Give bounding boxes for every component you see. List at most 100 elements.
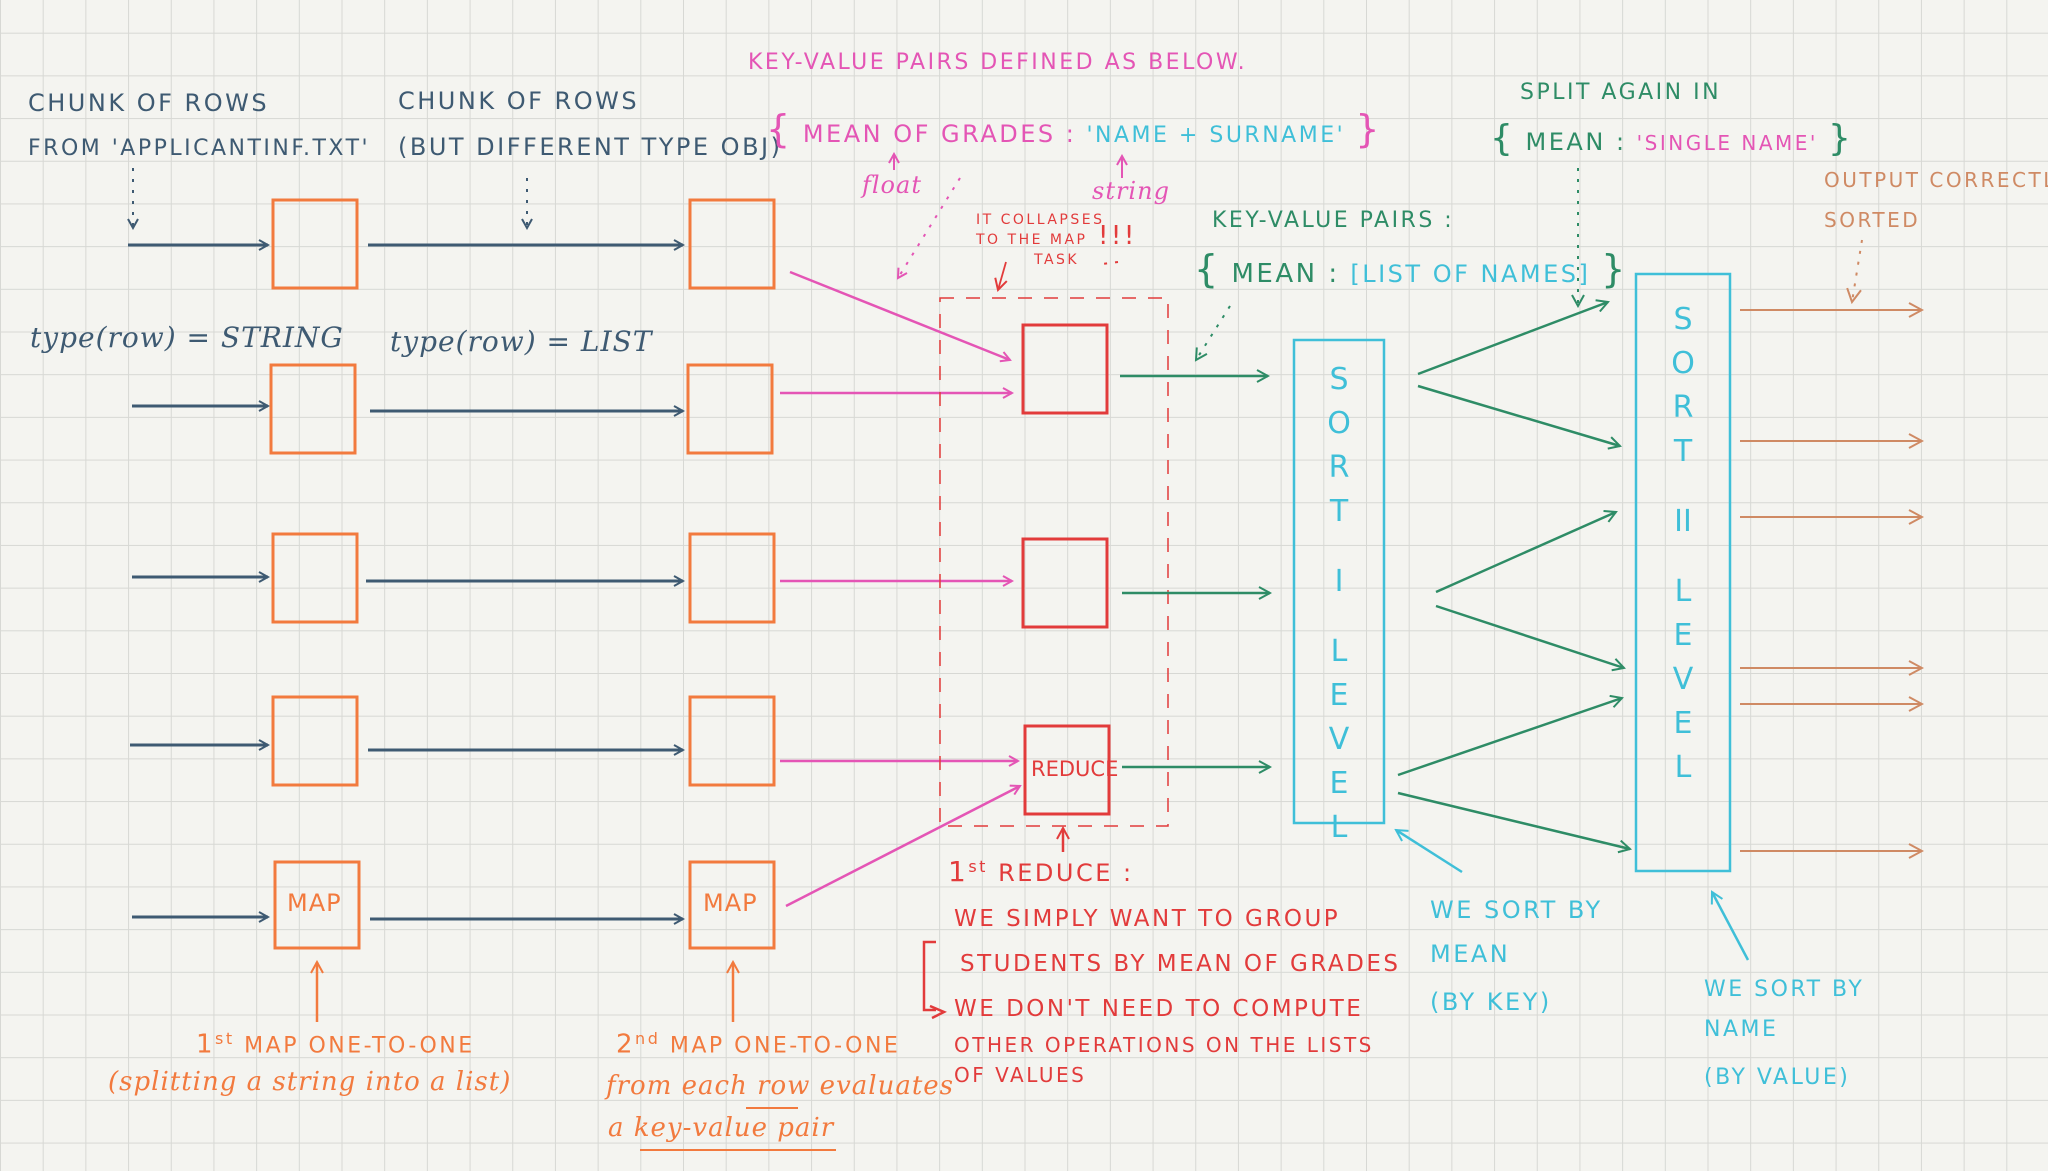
split-arrow (1435, 604, 1624, 668)
map2-box (688, 198, 776, 290)
map2-box (686, 363, 774, 455)
output-arrows (1740, 310, 1922, 851)
sort1-letter: I (1334, 564, 1344, 599)
reduce-output-dotted-pointer (1196, 305, 1231, 360)
reduce-to-sort1-arrows (1120, 376, 1270, 767)
map2-to-reduce-arrows (780, 270, 1020, 908)
map2-caption-sup: nd (635, 1029, 661, 1048)
reduce-output-title: KEY-VALUE PAIRS : (1212, 208, 1455, 233)
between-note: CHUNK OF ROWS (BUT DIFFERENT TYPE OBJ) (398, 78, 782, 170)
reduce-caption-line6: OF VALUES (954, 1063, 1087, 1087)
collapse-note-line1: IT COLLAPSES (976, 212, 1105, 228)
split-value: 'SINGLE NAME' (1636, 131, 1818, 155)
sort1-letter: E (1329, 766, 1349, 801)
input-type-note: type(row) = STRING (30, 321, 344, 354)
map1-box (271, 532, 359, 624)
reduce-caption-sup: st (968, 857, 988, 876)
split-arrow (1397, 698, 1622, 777)
split-arrow (1435, 512, 1616, 594)
map1-caption: 1st MAP ONE-TO-ONE (196, 1029, 475, 1060)
reduce-caption-line4: WE DON'T NEED TO COMPUTE (954, 996, 1364, 1022)
map2-caption-line2: from each row evaluates (606, 1071, 954, 1101)
type-pointers (894, 154, 1122, 178)
split-key: MEAN (1525, 128, 1606, 156)
pairs-key: MEAN OF GRADES (802, 120, 1056, 148)
map1-box (269, 363, 357, 455)
map2-caption-line3: a key-value pair (608, 1113, 835, 1143)
sort1-letter: O (1327, 406, 1351, 441)
map2-caption-rest: MAP ONE-TO-ONE (669, 1033, 901, 1059)
output-note: OUTPUT CORRECTLY SORTED (1824, 160, 2048, 240)
sort1-caption-line2: MEAN (1430, 940, 1511, 968)
sort2-letter: O (1671, 346, 1695, 381)
sort2-letter: E (1673, 618, 1693, 653)
map1-caption-sup: st (215, 1029, 235, 1048)
reduce-caption: 1st REDUCE : (948, 855, 1134, 888)
map2-caption-num: 2 (616, 1029, 636, 1060)
sort2-letter: L (1674, 750, 1692, 785)
string-dotted-pointer (1101, 261, 1119, 265)
reduce-caption-bracket (922, 940, 936, 1012)
output-dotted-pointer (1852, 239, 1863, 302)
sort2-caption-arrow (1712, 892, 1750, 961)
reduce-output-open-brace: { (1194, 247, 1221, 291)
reduce-box (1021, 323, 1109, 415)
split-formula: { MEAN : 'SINGLE NAME' } (1490, 118, 1853, 159)
sort1-caption-arrow (1396, 830, 1463, 874)
map2-box (688, 860, 776, 950)
input-note-line2: FROM 'APPLICANTINF.TXT' (28, 136, 371, 161)
sort1-to-sort2-arrows (1397, 302, 1630, 849)
input-arrows (128, 245, 268, 917)
pairs-open-brace: { (766, 107, 793, 151)
pairs-close-brace: } (1355, 107, 1382, 151)
map2-boxes (686, 198, 776, 950)
sort2-letter: II (1674, 504, 1692, 539)
reduce-caption-line2: WE SIMPLY WANT TO GROUP (954, 906, 1341, 932)
sort2-caption-line3: (BY VALUE) (1704, 1065, 1851, 1090)
reduce-box (1021, 537, 1109, 629)
pairs-title: KEY-VALUE PAIRS DEFINED AS BELOW. (748, 50, 1248, 75)
split-open-brace: { (1490, 118, 1516, 159)
split-colon: : (1615, 128, 1627, 156)
input-note: CHUNK OF ROWS FROM 'APPLICANTINF.TXT' (28, 80, 370, 172)
sort2-letter: R (1672, 390, 1694, 425)
map2-box (688, 695, 776, 787)
between-note-line1: CHUNK OF ROWS (398, 87, 640, 115)
collapse-note-line3: TASK (1034, 252, 1080, 268)
sort1-letter: S (1329, 362, 1349, 397)
reduce-caption-bracket-arrow (929, 1004, 947, 1020)
sort1-column (1292, 338, 1386, 825)
split-arrow (1397, 791, 1630, 849)
reduce-caption-line3: STUDENTS BY MEAN OF GRADES (960, 951, 1401, 977)
reduce-output-close-brace: } (1601, 247, 1628, 291)
map2-caption: 2nd MAP ONE-TO-ONE (616, 1029, 901, 1060)
reduce-caption-num: 1 (948, 855, 969, 888)
map1-box (273, 860, 361, 950)
input-note-line1: CHUNK OF ROWS (28, 89, 270, 117)
sort2-caption: WE SORT BY NAME (BY VALUE) (1704, 970, 1864, 1098)
between-note-line2: (BUT DIFFERENT TYPE OBJ) (398, 133, 783, 161)
sort2-caption-line2: NAME (1704, 1017, 1779, 1042)
collapse-region (939, 297, 1169, 827)
map1-box (271, 198, 359, 290)
sort2-column (1634, 272, 1732, 873)
sort1-caption: WE SORT BY MEAN (BY KEY) (1430, 888, 1603, 1024)
reduce-box-label: REDUCE (1031, 757, 1119, 781)
reduce-caption-rest: REDUCE : (998, 859, 1134, 887)
sort2-letter: T (1673, 434, 1693, 469)
reduce-output-colon: : (1328, 259, 1340, 289)
collapse-arrow (998, 261, 1006, 290)
output-note-line1: OUTPUT CORRECTLY (1824, 168, 2048, 192)
split-title: SPLIT AGAIN IN (1520, 80, 1722, 105)
sort1-letter: L (1330, 810, 1348, 845)
sort1-letter: L (1330, 634, 1348, 669)
pairs-value: 'NAME + SURNAME' (1086, 123, 1346, 148)
map2-box-label: MAP (703, 889, 758, 917)
map1-boxes (269, 198, 361, 950)
collapse-note: IT COLLAPSES TO THE MAP TASK (976, 210, 1105, 270)
reduce-boxes (1021, 323, 1111, 816)
reduce-output-key: MEAN (1231, 259, 1318, 289)
